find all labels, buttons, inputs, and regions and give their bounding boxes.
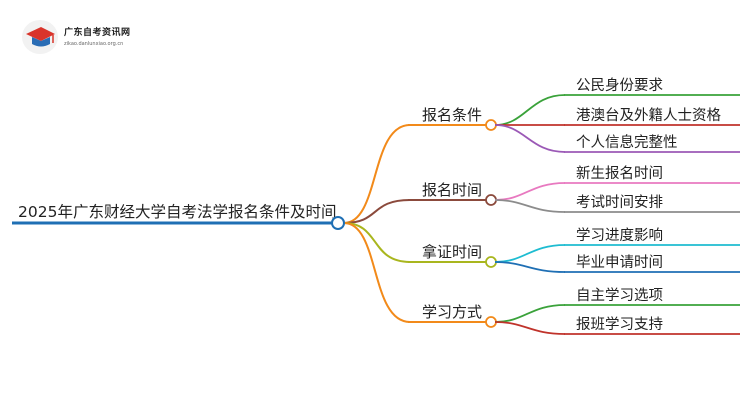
branch-topic: 报名时间 (422, 181, 482, 199)
site-name: 广东自考资讯网 (64, 28, 131, 38)
subtopic: 考试时间安排 (576, 194, 663, 211)
branch-topic: 拿证时间 (422, 243, 482, 261)
child-connector (494, 321, 566, 335)
branch-connector (343, 222, 411, 263)
child-connector (494, 94, 566, 126)
site-domain: zikao.danlunxiao.org.cn (64, 41, 124, 47)
child-connector (494, 304, 566, 323)
subtopic: 个人信息完整性 (576, 134, 678, 151)
graduation-cap-icon (22, 20, 58, 54)
branch-connector (343, 124, 411, 224)
subtopic: 学习进度影响 (576, 227, 663, 244)
subtopic: 自主学习选项 (576, 287, 663, 304)
branch-connector (343, 222, 411, 323)
subtopic: 毕业申请时间 (576, 254, 663, 271)
site-logo[interactable]: 广东自考资讯网 zikao.danlunxiao.org.cn (22, 18, 172, 54)
branch-topic: 学习方式 (422, 303, 482, 321)
child-connector (494, 199, 566, 213)
child-connector (494, 261, 566, 273)
branch-topic: 报名条件 (422, 106, 482, 124)
child-connector (494, 124, 566, 153)
branch-collapse-toggle[interactable] (485, 316, 497, 328)
child-connector (494, 244, 566, 263)
child-connector (494, 182, 566, 201)
root-topic: 2025年广东财经大学自考法学报名条件及时间 (18, 203, 336, 221)
subtopic: 新生报名时间 (576, 165, 663, 182)
branch-collapse-toggle[interactable] (485, 194, 497, 206)
subtopic: 港澳台及外籍人士资格 (576, 107, 721, 124)
branch-collapse-toggle[interactable] (485, 256, 497, 268)
root-collapse-toggle[interactable] (331, 216, 345, 230)
subtopic: 报班学习支持 (576, 316, 663, 333)
branch-collapse-toggle[interactable] (485, 119, 497, 131)
subtopic: 公民身份要求 (576, 77, 663, 94)
branch-connector (343, 199, 411, 224)
